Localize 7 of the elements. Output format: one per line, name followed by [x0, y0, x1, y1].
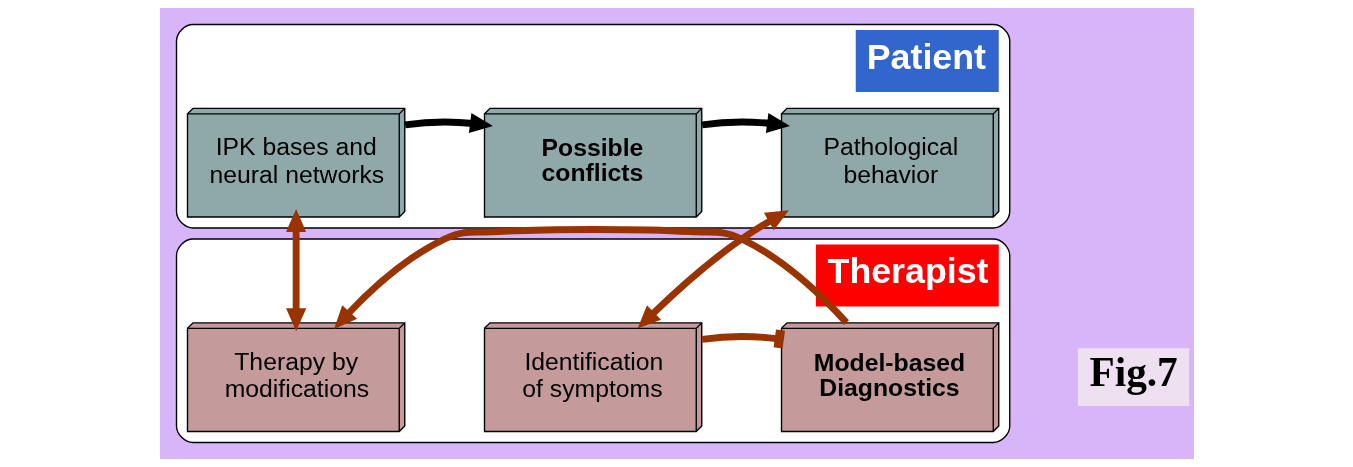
connector [701, 329, 785, 349]
arrow [637, 210, 789, 329]
arrow [285, 208, 306, 332]
arrow [404, 113, 493, 134]
arrow [701, 113, 790, 134]
label: Fig.7 [1089, 349, 1178, 396]
arrow [333, 226, 849, 329]
